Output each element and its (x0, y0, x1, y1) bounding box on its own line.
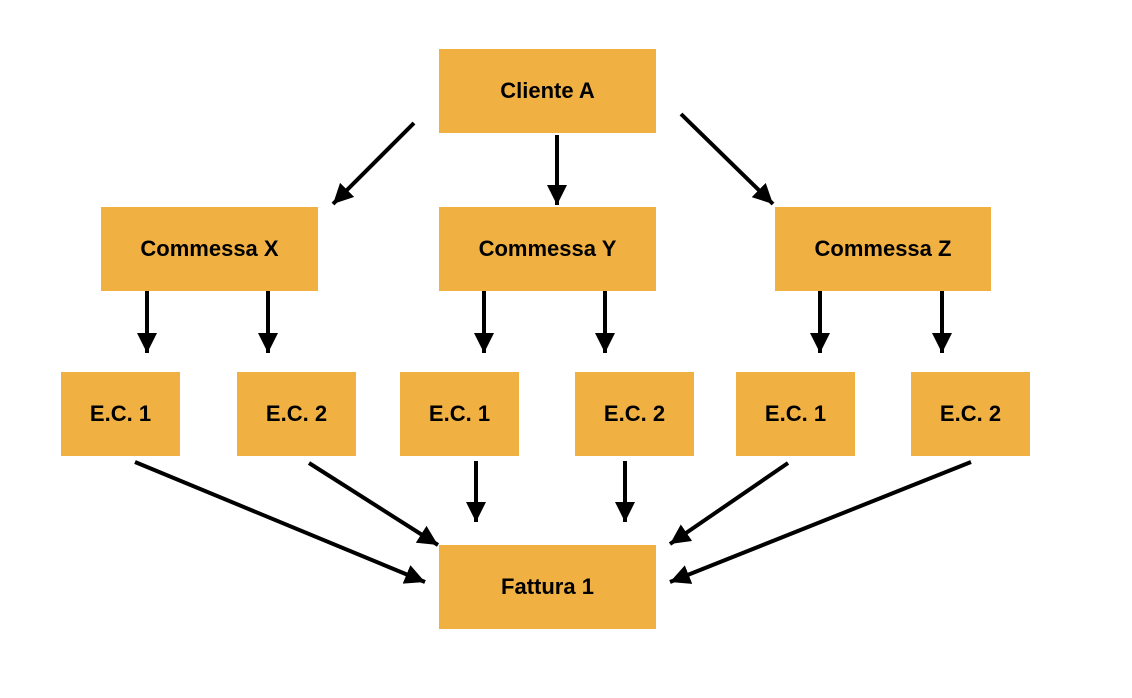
node-fattura-1: Fattura 1 (439, 545, 656, 629)
arrow-x_ec2-to-fattura (307, 461, 440, 547)
node-commessa-x: Commessa X (101, 207, 318, 291)
node-x-ec1: E.C. 1 (61, 372, 180, 456)
arrow-x_ec1-to-fattura (134, 460, 426, 584)
node-x-ec2: E.C. 2 (237, 372, 356, 456)
node-cliente-a: Cliente A (439, 49, 656, 133)
node-commessa-z: Commessa Z (775, 207, 991, 291)
node-z-ec1: E.C. 1 (736, 372, 855, 456)
node-y-ec1: E.C. 1 (400, 372, 519, 456)
node-z-ec2: E.C. 2 (911, 372, 1030, 456)
node-commessa-y: Commessa Y (439, 207, 656, 291)
arrow-z_ec1-to-fattura (668, 461, 790, 546)
arrow-cliente-to-commessa_z (679, 112, 775, 206)
arrow-cliente-to-commessa_x (331, 121, 416, 206)
node-y-ec2: E.C. 2 (575, 372, 694, 456)
arrow-z_ec2-to-fattura (669, 460, 972, 584)
